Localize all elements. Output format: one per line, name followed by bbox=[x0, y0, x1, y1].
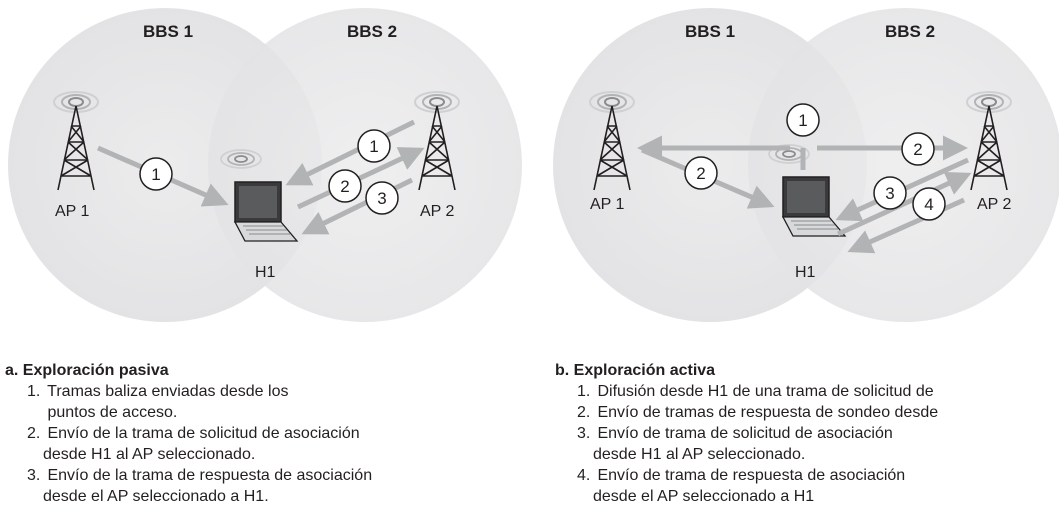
svg-text:3: 3 bbox=[377, 189, 386, 208]
svg-text:1: 1 bbox=[151, 165, 160, 184]
bss2-label: BBS 2 bbox=[347, 22, 397, 41]
step-marker: 3 bbox=[365, 181, 399, 215]
step-marker: 1 bbox=[786, 103, 820, 137]
step-item: 2. Envío de tramas de respuesta de sonde… bbox=[577, 404, 939, 421]
step-item: 4. Envío de trama de respuesta de asocia… bbox=[577, 467, 906, 505]
panel-b: BBS 1 BBS 2 AP 1 AP 2 H1 bbox=[553, 8, 1059, 322]
step-item: 2. Envío de la trama de solicitud de aso… bbox=[27, 425, 360, 463]
bss1-label: BBS 1 bbox=[685, 22, 735, 41]
ap1-tower-icon bbox=[53, 91, 99, 191]
svg-text:2: 2 bbox=[696, 164, 705, 183]
ap2-label: AP 2 bbox=[977, 196, 1012, 213]
caption-passive-scanning: a. Exploración pasiva 1. Tramas baliza e… bbox=[5, 360, 525, 507]
laptop-h1-icon bbox=[768, 144, 847, 237]
step-item: 1. Difusión desde H1 de una trama de sol… bbox=[577, 383, 934, 400]
ap1-label: AP 1 bbox=[55, 203, 90, 220]
bss2-coverage-area bbox=[208, 8, 522, 322]
svg-text:2: 2 bbox=[340, 177, 349, 196]
svg-text:1: 1 bbox=[798, 111, 807, 130]
step-marker: 2 bbox=[684, 156, 718, 190]
arrow-assoc-request bbox=[836, 171, 972, 237]
step-marker: 2 bbox=[901, 132, 935, 166]
h1-label: H1 bbox=[795, 264, 816, 281]
steps-list: 1. Difusión desde H1 de una trama de sol… bbox=[555, 381, 1059, 507]
svg-text:4: 4 bbox=[924, 195, 933, 214]
ap2-tower-icon bbox=[414, 91, 460, 191]
ap2-tower-icon bbox=[966, 91, 1012, 191]
step-marker: 4 bbox=[912, 187, 946, 221]
ap2-label: AP 2 bbox=[420, 203, 455, 220]
svg-text:1: 1 bbox=[369, 137, 378, 156]
bss1-label: BBS 1 bbox=[143, 22, 193, 41]
ap1-label: AP 1 bbox=[590, 196, 625, 213]
arrow-assoc-response bbox=[847, 197, 966, 254]
caption-active-scanning: b. Exploración activa 1. Difusión desde … bbox=[555, 360, 1059, 507]
arrow-beacon-ap2 bbox=[285, 119, 416, 186]
step-item: 1. Tramas baliza enviadas desde los punt… bbox=[27, 383, 289, 421]
step-marker: 1 bbox=[139, 157, 173, 191]
svg-text:3: 3 bbox=[885, 184, 894, 203]
step-marker: 1 bbox=[357, 129, 391, 163]
steps-list: 1. Tramas baliza enviadas desde los punt… bbox=[5, 381, 525, 507]
step-item: 3. Envío de trama de solicitud de asocia… bbox=[577, 425, 893, 463]
bss2-coverage-area bbox=[748, 8, 1059, 322]
h1-label: H1 bbox=[255, 264, 276, 281]
caption-title: b. Exploración activa bbox=[555, 362, 716, 379]
panel-a: BBS 1 BBS 2 AP 1 AP 2 H1 bbox=[8, 8, 522, 322]
step-marker: 2 bbox=[328, 169, 362, 203]
svg-text:2: 2 bbox=[913, 140, 922, 159]
caption-title: a. Exploración pasiva bbox=[5, 362, 169, 379]
step-item: 3. Envío de la trama de respuesta de aso… bbox=[27, 467, 373, 505]
step-marker: 3 bbox=[873, 176, 907, 210]
laptop-h1-icon bbox=[220, 149, 299, 242]
bss2-label: BBS 2 bbox=[885, 22, 935, 41]
ap1-tower-icon bbox=[589, 91, 635, 191]
